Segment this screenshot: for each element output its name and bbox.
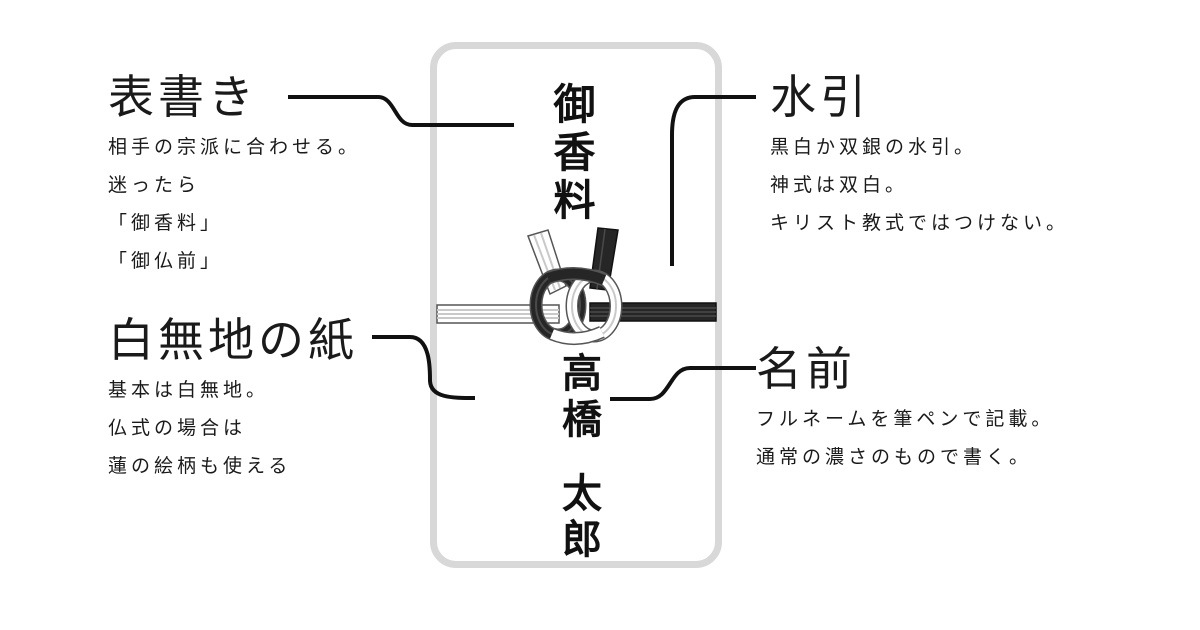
callout-paper-title: 白無地の紙 <box>108 313 358 367</box>
envelope-given-name: 太郎 <box>555 472 602 564</box>
mizuhiki-cord <box>436 227 717 345</box>
callout-omotegaki-line: 迷ったら <box>108 174 201 196</box>
envelope-surname: 高橋 <box>555 352 602 444</box>
callout-mizuhiki-title: 水引 <box>770 70 870 124</box>
callout-paper-line: 仏式の場合は <box>108 417 247 439</box>
callout-name-line: 通常の濃さのもので書く。 <box>756 446 1033 468</box>
callout-mizuhiki-line: 神式は双白。 <box>770 174 909 196</box>
callout-omotegaki-title: 表書き <box>108 70 258 124</box>
callout-mizuhiki-line: 黒白か双銀の水引。 <box>770 136 978 158</box>
callout-mizuhiki: 水引 黒白か双銀の水引。 神式は双白。 キリスト教式ではつけない。 <box>770 74 1069 242</box>
callout-mizuhiki-line: キリスト教式ではつけない。 <box>770 212 1070 234</box>
leader-line-paper <box>372 335 476 400</box>
callout-name-line: フルネームを筆ペンで記載。 <box>756 408 1055 430</box>
callout-paper: 白無地の紙 基本は白無地。 仏式の場合は 蓮の絵柄も使える <box>108 317 358 485</box>
callout-omotegaki-line: 「御仏前」 <box>108 250 224 272</box>
envelope-purpose-text: 御香料 <box>547 82 596 226</box>
leader-line-omotegaki <box>288 95 514 127</box>
leader-line-mizuhiki <box>670 95 756 266</box>
callout-paper-line: 蓮の絵柄も使える <box>108 455 292 477</box>
mizuhiki-knot <box>529 267 623 345</box>
leader-line-name <box>610 366 756 401</box>
callout-name: 名前 フルネームを筆ペンで記載。 通常の濃さのもので書く。 <box>756 346 1054 476</box>
callout-name-title: 名前 <box>756 342 856 396</box>
callout-paper-line: 基本は白無地。 <box>108 379 270 401</box>
callout-omotegaki: 表書き 相手の宗派に合わせる。 迷ったら 「御香料」 「御仏前」 <box>108 74 361 280</box>
callout-omotegaki-line: 「御香料」 <box>108 212 224 234</box>
callout-omotegaki-line: 相手の宗派に合わせる。 <box>108 136 362 158</box>
